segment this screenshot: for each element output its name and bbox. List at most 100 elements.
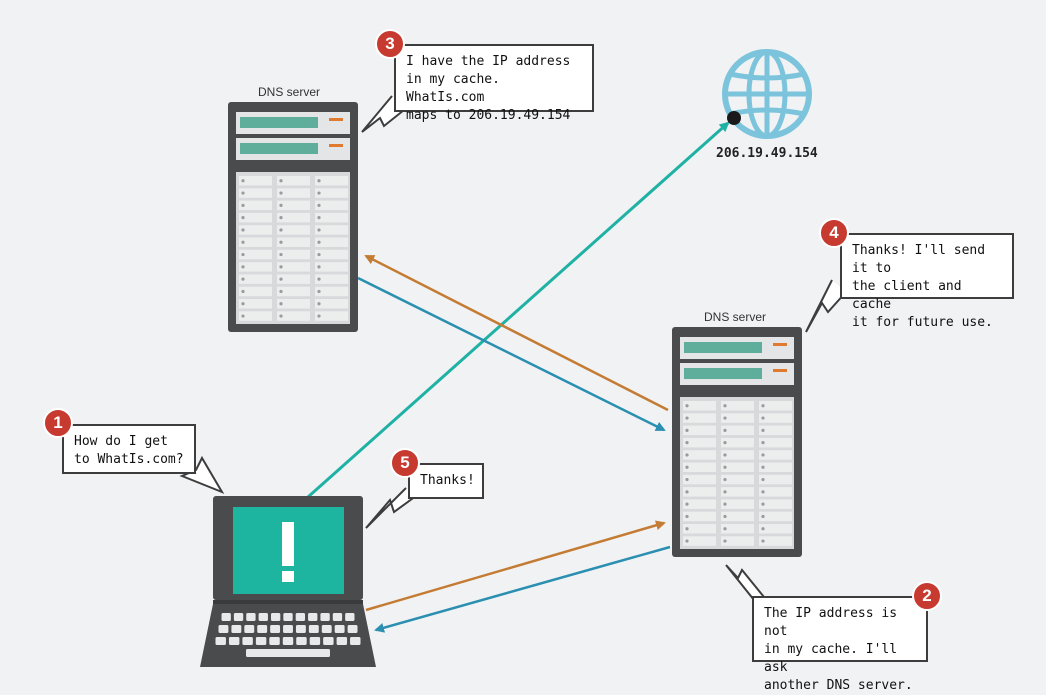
exclamation-icon bbox=[282, 522, 294, 582]
dns-diagram bbox=[179, 49, 847, 667]
drive-led bbox=[685, 441, 689, 445]
drive-led bbox=[685, 465, 689, 469]
keyboard-key bbox=[242, 637, 253, 645]
drive-bay bbox=[239, 212, 272, 223]
arrow-client-to-website bbox=[307, 121, 730, 499]
drive-led bbox=[317, 314, 321, 318]
keyboard-key bbox=[295, 625, 306, 633]
drive-bay bbox=[315, 225, 348, 235]
drive-bay bbox=[239, 274, 272, 284]
drive-bay bbox=[239, 311, 272, 321]
bubble-tail-5 bbox=[365, 487, 417, 529]
keyboard-key bbox=[215, 637, 226, 645]
keyboard-key bbox=[320, 613, 330, 621]
drive-bay bbox=[239, 237, 272, 247]
keyboard-key bbox=[332, 613, 343, 621]
drive-bays bbox=[239, 176, 348, 321]
drive-led bbox=[761, 465, 765, 469]
drive-led bbox=[761, 428, 765, 432]
speech-bubble-3: I have the IP address in my cache. WhatI… bbox=[394, 44, 594, 123]
speech-bubble-4: Thanks! I'll send it to the client and c… bbox=[840, 233, 1014, 330]
drive-bay bbox=[277, 311, 310, 321]
drive-led bbox=[317, 277, 321, 281]
drive-led bbox=[723, 416, 727, 420]
drive-led bbox=[685, 428, 689, 432]
drive-led bbox=[761, 416, 765, 420]
drive-bay bbox=[277, 237, 310, 247]
drive-led bbox=[317, 203, 321, 207]
drive-bay bbox=[721, 474, 754, 485]
drive-led bbox=[685, 404, 689, 408]
drive-bay bbox=[759, 474, 792, 485]
drive-bay bbox=[239, 176, 272, 186]
drive-led bbox=[723, 441, 727, 445]
drive-bay bbox=[277, 176, 310, 186]
drive-bay bbox=[721, 511, 754, 522]
drive-led bbox=[241, 314, 245, 318]
drive-led bbox=[761, 441, 765, 445]
drive-bay bbox=[759, 524, 792, 534]
drive-bay bbox=[683, 462, 716, 472]
dns-server-label-top: DNS server bbox=[258, 85, 321, 99]
drive-bay bbox=[683, 425, 716, 436]
drive-led bbox=[723, 539, 727, 543]
drive-led bbox=[761, 453, 765, 457]
keyboard-key bbox=[308, 625, 319, 633]
drive-led bbox=[317, 302, 321, 306]
globe-endpoint-dot bbox=[727, 111, 741, 125]
drive-led bbox=[241, 265, 245, 269]
drive-led bbox=[279, 228, 283, 232]
keyboard-key bbox=[345, 613, 355, 621]
step-badge-1: 1 bbox=[43, 408, 73, 438]
keyboard-key bbox=[282, 637, 294, 645]
arrow-resolver-to-top-dns bbox=[364, 254, 669, 412]
drive-bay bbox=[721, 462, 754, 472]
drive-led bbox=[761, 404, 765, 408]
drive-led bbox=[685, 416, 689, 420]
drive-led bbox=[241, 216, 245, 220]
drive-bay bbox=[759, 401, 792, 411]
dns-server-label-right: DNS server bbox=[704, 310, 767, 324]
drive-bay bbox=[721, 425, 754, 436]
keyboard-key bbox=[269, 637, 280, 645]
drive-led bbox=[761, 514, 765, 519]
drive-bay bbox=[239, 249, 272, 260]
drive-led bbox=[241, 203, 245, 207]
arrow-top-dns-to-resolver bbox=[357, 276, 666, 432]
drive-led bbox=[317, 240, 321, 244]
step-badge-2: 2 bbox=[912, 581, 942, 611]
step-badge-5: 5 bbox=[390, 448, 420, 478]
drive-bay bbox=[277, 286, 310, 297]
drive-bay bbox=[721, 450, 754, 460]
drive-led bbox=[279, 203, 283, 207]
drive-led bbox=[241, 277, 245, 281]
drive-led bbox=[241, 302, 245, 306]
drive-led bbox=[761, 539, 765, 543]
drive-led bbox=[317, 216, 321, 220]
keyboard-key bbox=[258, 613, 268, 621]
speech-bubble-5: Thanks! bbox=[408, 463, 484, 499]
drive-bay bbox=[683, 524, 716, 534]
keyboard-spacebar bbox=[246, 649, 330, 657]
keyboard-key bbox=[270, 625, 281, 633]
keyboard-key bbox=[323, 637, 334, 645]
keyboard-key bbox=[334, 625, 345, 633]
drive-led bbox=[279, 191, 283, 195]
drive-bay bbox=[277, 212, 310, 223]
drive-led bbox=[761, 477, 765, 482]
server-icon bbox=[228, 102, 358, 332]
drive-bay bbox=[721, 524, 754, 534]
drive-led bbox=[723, 428, 727, 432]
drive-bay bbox=[759, 511, 792, 522]
drive-led bbox=[723, 490, 727, 494]
keyboard-key bbox=[270, 613, 281, 621]
drive-bay bbox=[315, 249, 348, 260]
drive-bays bbox=[683, 401, 792, 546]
drive-bay bbox=[277, 225, 310, 235]
drive-led bbox=[241, 179, 245, 183]
drive-bay bbox=[315, 299, 348, 309]
drive-bay bbox=[683, 474, 716, 485]
drive-bay bbox=[721, 487, 754, 497]
drive-led bbox=[279, 179, 283, 183]
drive-led bbox=[241, 240, 245, 244]
